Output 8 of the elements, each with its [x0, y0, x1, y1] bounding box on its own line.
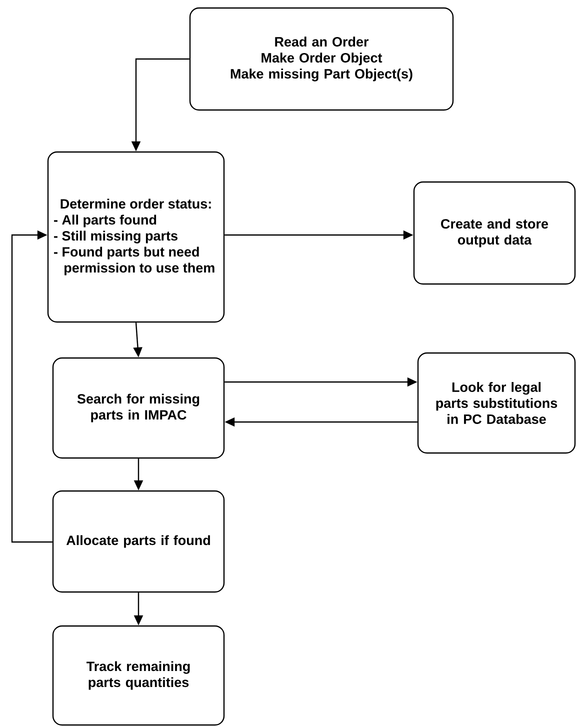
process-box: Create and store output data	[413, 181, 576, 285]
arrow	[11, 230, 52, 543]
process-box: Read an Order Make Order Object Make missing Part Object(s)	[189, 7, 454, 111]
process-box: Look for legal parts substitutions in PC Database	[417, 352, 576, 454]
process-box: Determine order status: - All parts found - Still missing parts - Found parts but need permission to use them	[47, 151, 225, 323]
process-box: Search for missing parts in IMPAC	[52, 357, 225, 459]
process-box: Allocate parts if found	[52, 490, 225, 593]
process-box: Track remaining parts quantities	[52, 625, 225, 726]
